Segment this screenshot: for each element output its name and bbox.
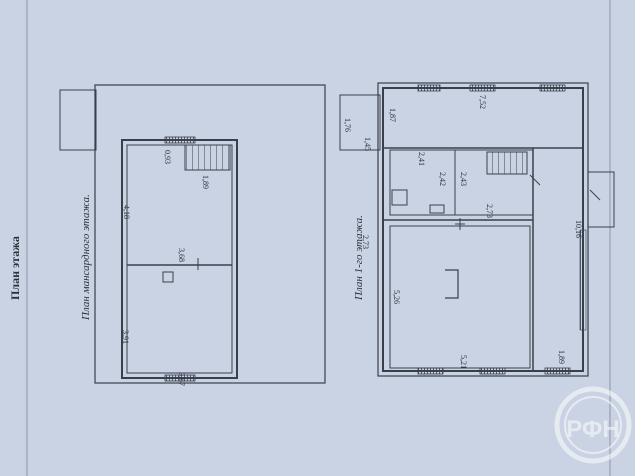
dim-label: 0,93 [163, 150, 172, 164]
dim-label: 1,87 [388, 108, 397, 122]
dim-label: 1,76 [343, 118, 352, 132]
dim-label: 2,43 [459, 172, 468, 186]
dim-label: 3,67 [177, 372, 186, 386]
watermark-text: РФН [566, 416, 620, 443]
first-floor-plan [339, 82, 615, 377]
dim-label: 4,18 [122, 205, 131, 219]
attic-plan [59, 84, 326, 384]
dim-label: 7,52 [478, 95, 487, 109]
dim-label: 2,73 [361, 235, 370, 249]
dim-label: 2,41 [417, 152, 426, 166]
dim-label: 3,91 [121, 330, 130, 344]
dim-label: 3,68 [177, 248, 186, 262]
dim-label: 5,26 [392, 290, 401, 304]
dim-label: 2,42 [438, 172, 447, 186]
dim-label: 2,73 [485, 204, 494, 218]
dim-label: 5,21 [459, 355, 468, 369]
first-floor-plan-caption: План 1-го этажа. [353, 215, 365, 300]
attic-plan-caption: План мансардного этажа. [80, 194, 92, 320]
dim-label: 1,45 [363, 137, 372, 151]
dim-label: 1,89 [557, 350, 566, 364]
watermark-logo: РФН [554, 386, 632, 464]
dim-label: 1,89 [201, 175, 210, 189]
dim-label: 10,16 [574, 220, 583, 238]
